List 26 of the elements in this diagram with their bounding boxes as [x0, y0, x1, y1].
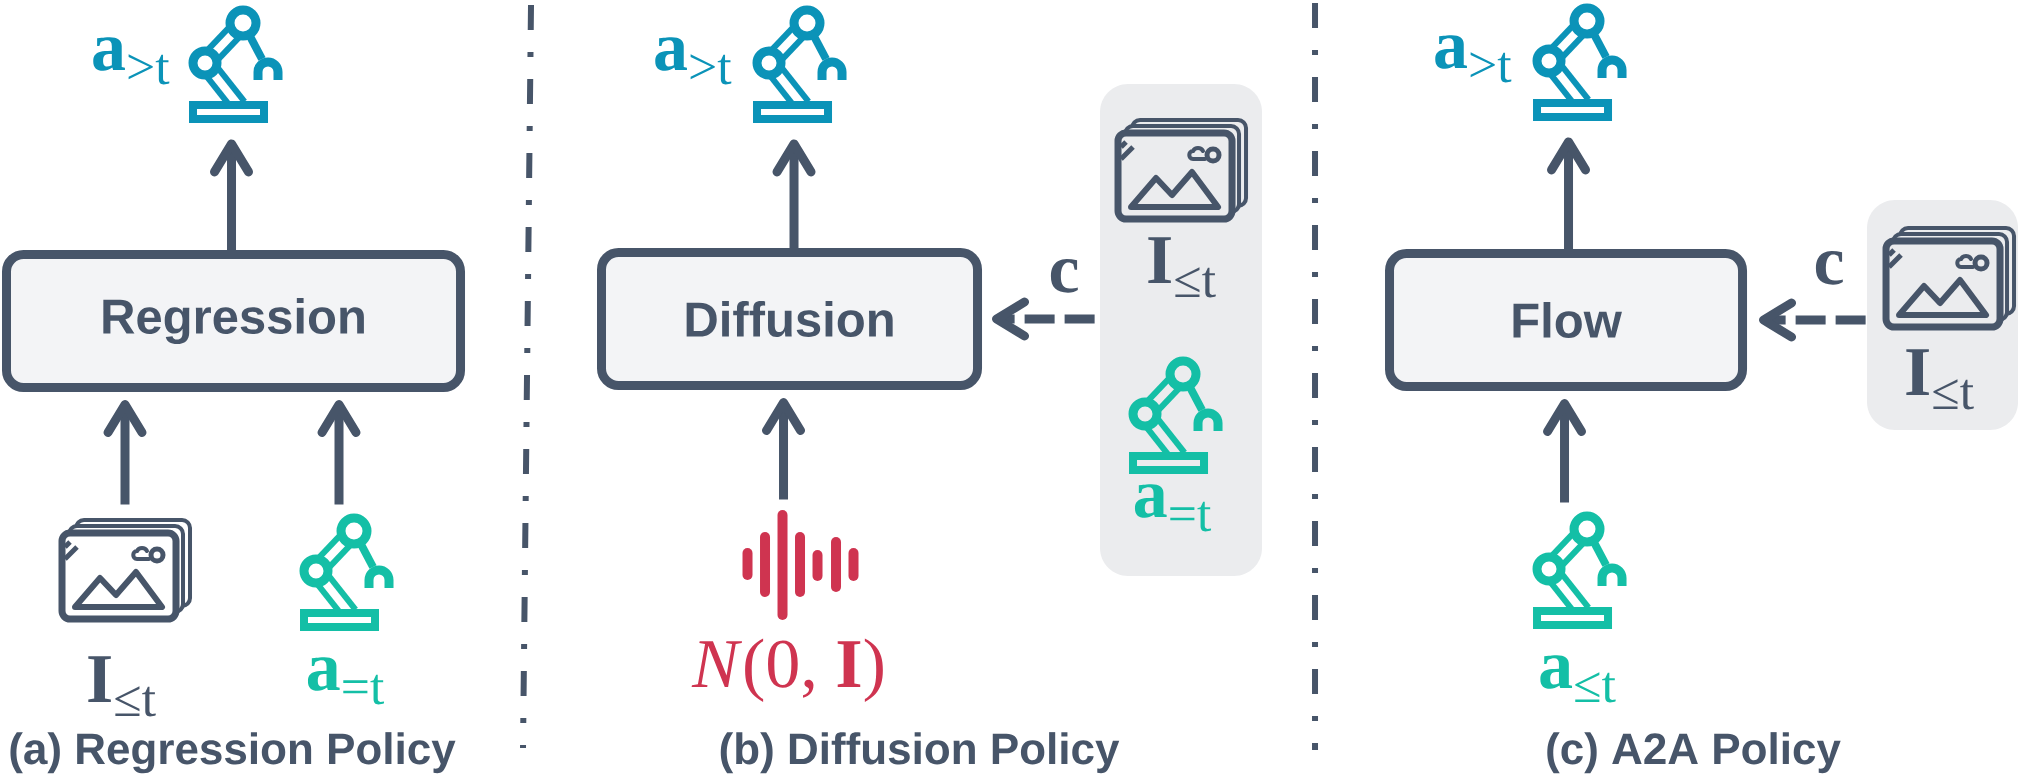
arrow — [1543, 399, 1586, 503]
math-label: I$_{≤t}$ — [1148, 237, 1216, 298]
math-label: N(0, I) — [691, 638, 883, 702]
process-box: Regression — [2, 250, 465, 392]
math-label: a$_{>t}$ — [655, 37, 732, 85]
edge-label: c — [1050, 259, 1078, 293]
process-box: Flow — [1385, 249, 1748, 391]
caption: (c) A2A Policy — [1547, 732, 1841, 774]
arrow — [210, 139, 253, 250]
math-label: a$_{=t}$ — [1134, 484, 1212, 532]
math-label: a$_{>t}$ — [93, 37, 170, 85]
math-label: a$_{>t}$ — [1435, 35, 1512, 83]
math-label: I$_{≤t}$ — [1906, 349, 1974, 410]
arrow — [772, 139, 816, 248]
arrow — [1547, 137, 1590, 249]
arrow — [103, 400, 147, 505]
caption: (a) Regression Policy — [10, 732, 456, 774]
math-label: a$_{≤t}$ — [1540, 655, 1616, 703]
arrow — [992, 297, 1095, 341]
math-label: I$_{≤t}$ — [88, 656, 156, 717]
arrow — [762, 398, 805, 500]
math-label: a$_{=t}$ — [307, 657, 384, 705]
process-box: Diffusion — [597, 248, 982, 390]
edge-label: c — [1815, 251, 1843, 285]
arrow — [317, 400, 361, 505]
arrow — [1759, 298, 1866, 342]
